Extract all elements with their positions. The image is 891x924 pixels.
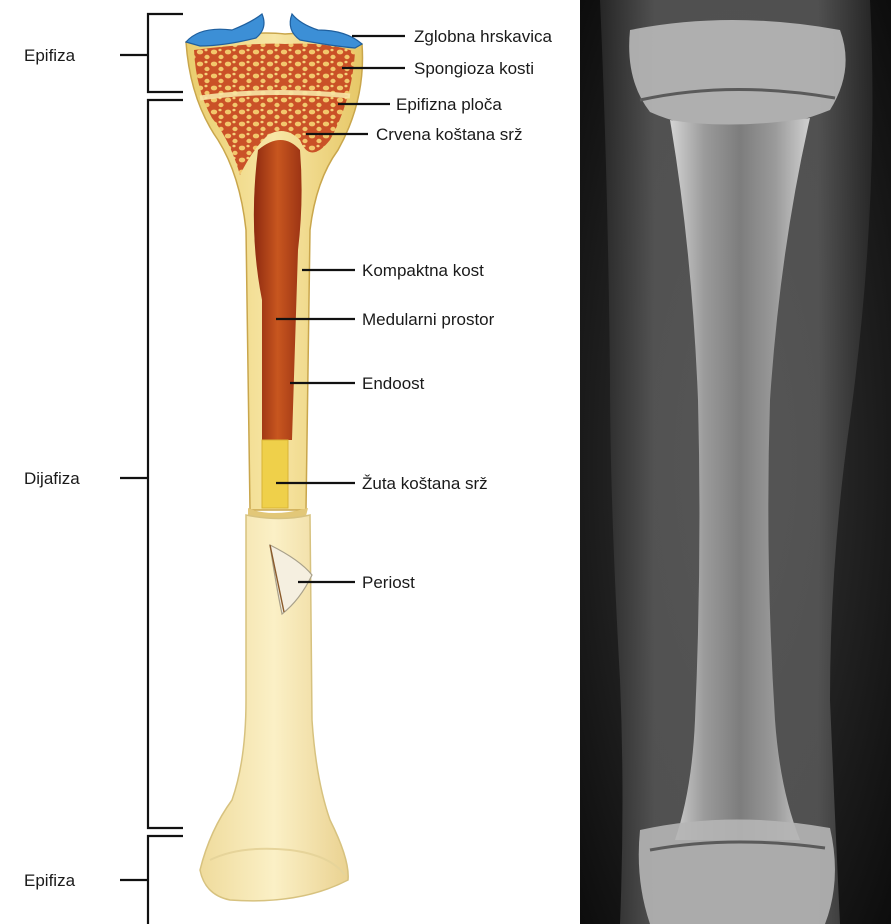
label-spongy-bone: Spongioza kosti	[414, 59, 534, 78]
label-diaphysis: Dijafiza	[24, 469, 80, 488]
bracket-distal-epiphysis	[148, 836, 183, 924]
xray-image	[580, 0, 891, 924]
bone-intact-lower	[200, 515, 348, 901]
xray-proximal-epiphysis	[629, 20, 845, 128]
region-brackets	[120, 14, 183, 924]
label-proximal-epiphysis: Epifiza	[24, 46, 76, 65]
label-medullary-cavity: Medularni prostor	[362, 310, 495, 329]
label-compact-bone: Kompaktna kost	[362, 261, 484, 280]
label-articular-cartilage: Zglobna hrskavica	[414, 27, 553, 46]
label-red-marrow: Crvena koštana srž	[376, 125, 522, 144]
long-bone-illustration: Epifiza Dijafiza Epifiza Zglobna hrskavi…	[0, 0, 580, 924]
bone-section-cut	[186, 14, 363, 520]
xray-distal-epiphysis	[639, 819, 835, 924]
yellow-marrow-shape	[262, 440, 288, 508]
label-periosteum: Periost	[362, 573, 415, 592]
label-distal-epiphysis: Epifiza	[24, 871, 76, 890]
label-epiphyseal-plate: Epifizna ploča	[396, 95, 502, 114]
label-endosteum: Endoost	[362, 374, 425, 393]
bracket-proximal-epiphysis	[148, 14, 183, 92]
bracket-diaphysis	[148, 100, 183, 828]
label-yellow-marrow: Žuta koštana srž	[362, 474, 488, 493]
